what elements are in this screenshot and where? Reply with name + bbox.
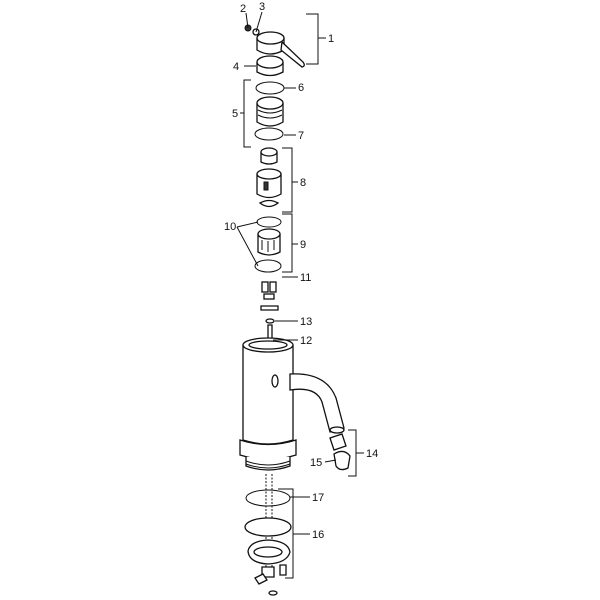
- label-15: 15: [310, 457, 322, 469]
- label-1: 1: [328, 33, 334, 45]
- label-9: 9: [300, 239, 306, 251]
- label-5: 5: [232, 108, 238, 120]
- part-8-cartridge: [256, 147, 282, 208]
- label-10: 10: [224, 221, 236, 233]
- part-6-ring: [255, 81, 285, 95]
- part-1-handle: [256, 31, 305, 68]
- label-6: 6: [298, 82, 304, 94]
- label-16: 16: [312, 529, 324, 541]
- label-8: 8: [300, 177, 306, 189]
- label-2: 2: [240, 3, 246, 15]
- label-11: 11: [300, 272, 311, 284]
- label-4: 4: [233, 61, 239, 73]
- leader-lines: [236, 11, 364, 579]
- part-4-cap: [256, 55, 284, 77]
- part-7-ring: [254, 127, 284, 141]
- part-14-aerator: [329, 433, 351, 471]
- label-7: 7: [298, 130, 304, 142]
- label-13: 13: [300, 316, 312, 328]
- label-17: 17: [312, 492, 324, 504]
- part-13-washer: [265, 318, 275, 324]
- part-11-fittings: [260, 281, 279, 311]
- label-3: 3: [259, 1, 265, 13]
- label-12: 12: [300, 335, 312, 347]
- part-9-valve: [254, 216, 282, 273]
- label-14: 14: [366, 448, 378, 460]
- faucet-body: [239, 337, 345, 471]
- part-5-sleeve: [256, 96, 284, 127]
- part-16-gasket-plate: [244, 517, 292, 596]
- part-3-screw: [252, 28, 260, 36]
